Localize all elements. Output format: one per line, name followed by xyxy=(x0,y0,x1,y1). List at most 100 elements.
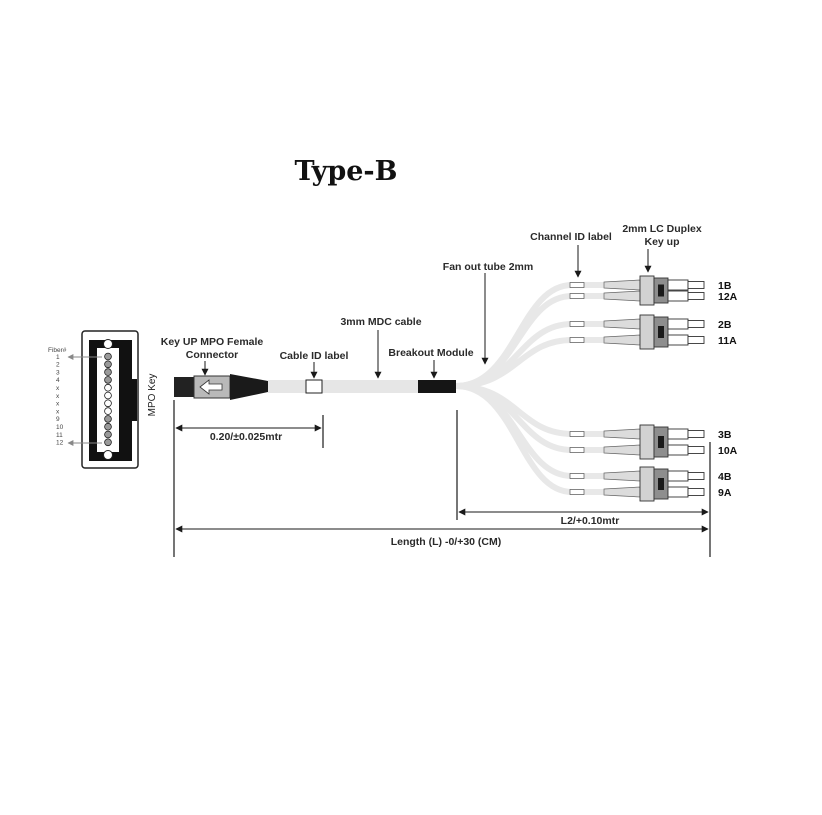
lc-latch xyxy=(658,326,664,338)
guide-pin-bottom xyxy=(103,450,113,460)
fiber-number: x xyxy=(56,385,60,392)
fiber-dot xyxy=(104,368,112,376)
fiber-dot xyxy=(104,352,112,361)
channel-id-tag xyxy=(569,282,585,288)
breakout-module xyxy=(418,380,456,393)
lc-boot xyxy=(603,279,641,291)
fanout-tube xyxy=(455,383,640,495)
fiber-number: 12 xyxy=(56,440,64,447)
lc-ferrule xyxy=(687,281,705,289)
channel-id-tag xyxy=(569,489,585,495)
channel-id-tag xyxy=(569,447,585,453)
lc-ferrule-housing xyxy=(667,486,689,498)
lc-duplex-connector xyxy=(603,466,705,502)
cable-id-label-tag xyxy=(305,379,323,394)
fiber-dot xyxy=(104,438,112,447)
channel-label-top: 2B xyxy=(718,319,732,331)
channel-label-top: 3B xyxy=(718,429,732,441)
lc-ferrule-housing xyxy=(667,290,689,302)
fanout-tube xyxy=(455,337,640,389)
mpo-key-tab xyxy=(119,379,137,421)
lc-boot xyxy=(603,486,641,498)
channel-id-tag xyxy=(569,293,585,299)
diagram-title: Type-B xyxy=(295,156,398,187)
channel-label-top: 1B xyxy=(718,280,732,292)
fiber-dot xyxy=(104,360,112,369)
mdc-cable-body xyxy=(268,380,424,393)
lc-boot xyxy=(603,428,641,440)
fiber-number: 2 xyxy=(56,362,60,369)
lc-ferrule-housing xyxy=(667,279,689,291)
mdc-cable-label: 3mm MDC cable xyxy=(340,316,421,328)
channel-label-bottom: 9A xyxy=(718,487,732,499)
lc-clip xyxy=(639,424,655,460)
lc-ferrule-housing xyxy=(667,444,689,456)
fiber-dot xyxy=(104,376,112,384)
channel-label-bottom: 12A xyxy=(718,291,738,303)
mpo-connector xyxy=(174,374,268,400)
breakout-label: Breakout Module xyxy=(388,347,473,359)
fiber-number: x xyxy=(56,393,60,400)
callouts xyxy=(201,245,652,379)
mpo-connector-label-2: Connector xyxy=(186,349,239,361)
lc-clip xyxy=(639,275,655,306)
channel-id-label: Channel ID label xyxy=(530,231,612,243)
channel-label-bottom: 11A xyxy=(718,335,737,347)
lc-ferrule-housing xyxy=(667,428,689,440)
lc-duplex-connector xyxy=(603,314,705,350)
mpo-boot xyxy=(230,374,268,400)
lc-boot xyxy=(603,334,641,346)
channel-label-bottom: 10A xyxy=(718,445,738,457)
mpo-key-arrow-icon xyxy=(199,379,223,395)
lc-ferrule-housing xyxy=(667,470,689,482)
channel-id-tag xyxy=(569,473,585,479)
lc-ferrule xyxy=(687,292,705,300)
fiber-dot xyxy=(104,430,112,439)
lc-boot xyxy=(603,444,641,456)
main-cable xyxy=(268,379,456,394)
dim-mpo-length-text: 0.20/±0.025mtr xyxy=(210,431,282,443)
lc-ferrule-housing xyxy=(667,318,689,330)
channel-id-tag xyxy=(569,337,585,343)
lc-ferrule xyxy=(687,430,705,438)
lc-ferrule xyxy=(687,488,705,496)
lc-latch xyxy=(658,284,664,297)
fanout-tubes xyxy=(455,282,640,495)
dimensions xyxy=(173,400,711,557)
cable-id-label: Cable ID label xyxy=(280,350,349,362)
lc-boot xyxy=(603,290,641,302)
fiber-dots xyxy=(104,352,112,447)
lc-ferrule xyxy=(687,472,705,480)
channel-id-tag xyxy=(569,431,585,437)
lc-duplex-label-2: Key up xyxy=(644,236,679,248)
channel-label-top: 4B xyxy=(718,471,732,483)
mpo-key-label: MPO Key xyxy=(147,374,158,417)
fiber-number: 3 xyxy=(56,369,60,376)
lc-duplex-label-1: 2mm LC Duplex xyxy=(622,223,702,235)
fiber-number: 10 xyxy=(56,424,64,431)
lc-ferrule xyxy=(687,446,705,454)
lc-ferrule-housing xyxy=(667,334,689,346)
lc-clip xyxy=(639,314,655,350)
dim-total-text: Length (L) -0/+30 (CM) xyxy=(391,536,502,548)
fiber-dot xyxy=(104,383,112,392)
fiber-header: Fiber# xyxy=(48,347,67,354)
lc-boot xyxy=(603,318,641,330)
mpo-connector-label-1: Key UP MPO Female xyxy=(161,336,264,348)
lc-boot xyxy=(603,470,641,482)
lc-ferrule xyxy=(687,336,705,344)
fiber-number: 4 xyxy=(56,377,60,384)
lc-duplex-connector xyxy=(603,424,705,460)
lc-latch xyxy=(658,436,664,448)
fiber-number: 11 xyxy=(56,432,63,439)
fiber-dot xyxy=(104,399,112,408)
fiber-dot xyxy=(104,415,112,423)
channel-id-tag xyxy=(569,321,585,327)
fiber-dot xyxy=(104,407,112,415)
fiber-number: 9 xyxy=(56,416,60,423)
